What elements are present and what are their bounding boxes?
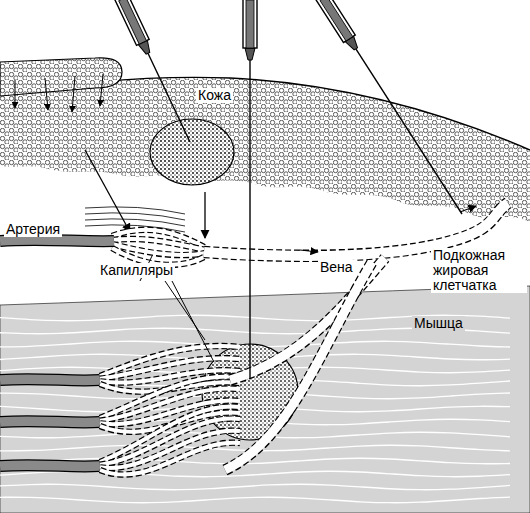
- syringe: [103, 0, 196, 145]
- syringe-barrel: [103, 0, 149, 45]
- artery-lumen: [0, 465, 100, 466]
- muscle-fiber: [0, 484, 510, 489]
- vessel-wall: [225, 262, 372, 470]
- vessel-lumen: [100, 419, 240, 465]
- artery-lumen: [0, 421, 100, 422]
- artery-wall: [0, 421, 100, 422]
- needle-hub: [245, 48, 255, 60]
- syringe-fluid: [246, 0, 254, 48]
- artery-wall: [0, 240, 114, 241]
- artery-wall: [0, 465, 100, 466]
- intradermal-bleb: [0, 58, 122, 96]
- artery-lumen: [0, 379, 100, 380]
- vessel-wall: [100, 443, 240, 475]
- skin-layer: [0, 77, 530, 222]
- muscle-fibers: [0, 315, 510, 502]
- layer-label: Мышца: [412, 316, 465, 331]
- syringe-fluid: [320, 0, 353, 41]
- vessel-wall: [100, 419, 240, 465]
- muscle-layer: [0, 286, 530, 513]
- needle: [249, 60, 250, 378]
- syringe-fluid: [119, 0, 147, 44]
- blood-vessels: [0, 258, 385, 475]
- syringe: [243, 0, 257, 378]
- syringe: [301, 0, 468, 218]
- artery-wall: [0, 379, 100, 380]
- artery-lumen: [0, 240, 114, 241]
- vessel-lumen: [225, 262, 372, 470]
- muscle-fiber: [0, 497, 510, 503]
- vessel-label: Артерия: [4, 222, 62, 237]
- syringe-barrel: [301, 0, 355, 43]
- layer-label: Кожа: [196, 88, 233, 103]
- needle: [356, 49, 462, 214]
- vessel-label: Капилляры: [98, 263, 175, 278]
- subcutaneous-deposit: [150, 119, 234, 185]
- flow-arrows: [300, 206, 476, 252]
- syringes: [103, 0, 468, 378]
- layer-label: Подкожная жировая клетчатка: [431, 248, 527, 293]
- needle: [148, 53, 190, 142]
- vessel-lumen: [100, 443, 240, 475]
- syringe-barrel: [243, 0, 257, 48]
- vessel-label: Вена: [318, 260, 355, 275]
